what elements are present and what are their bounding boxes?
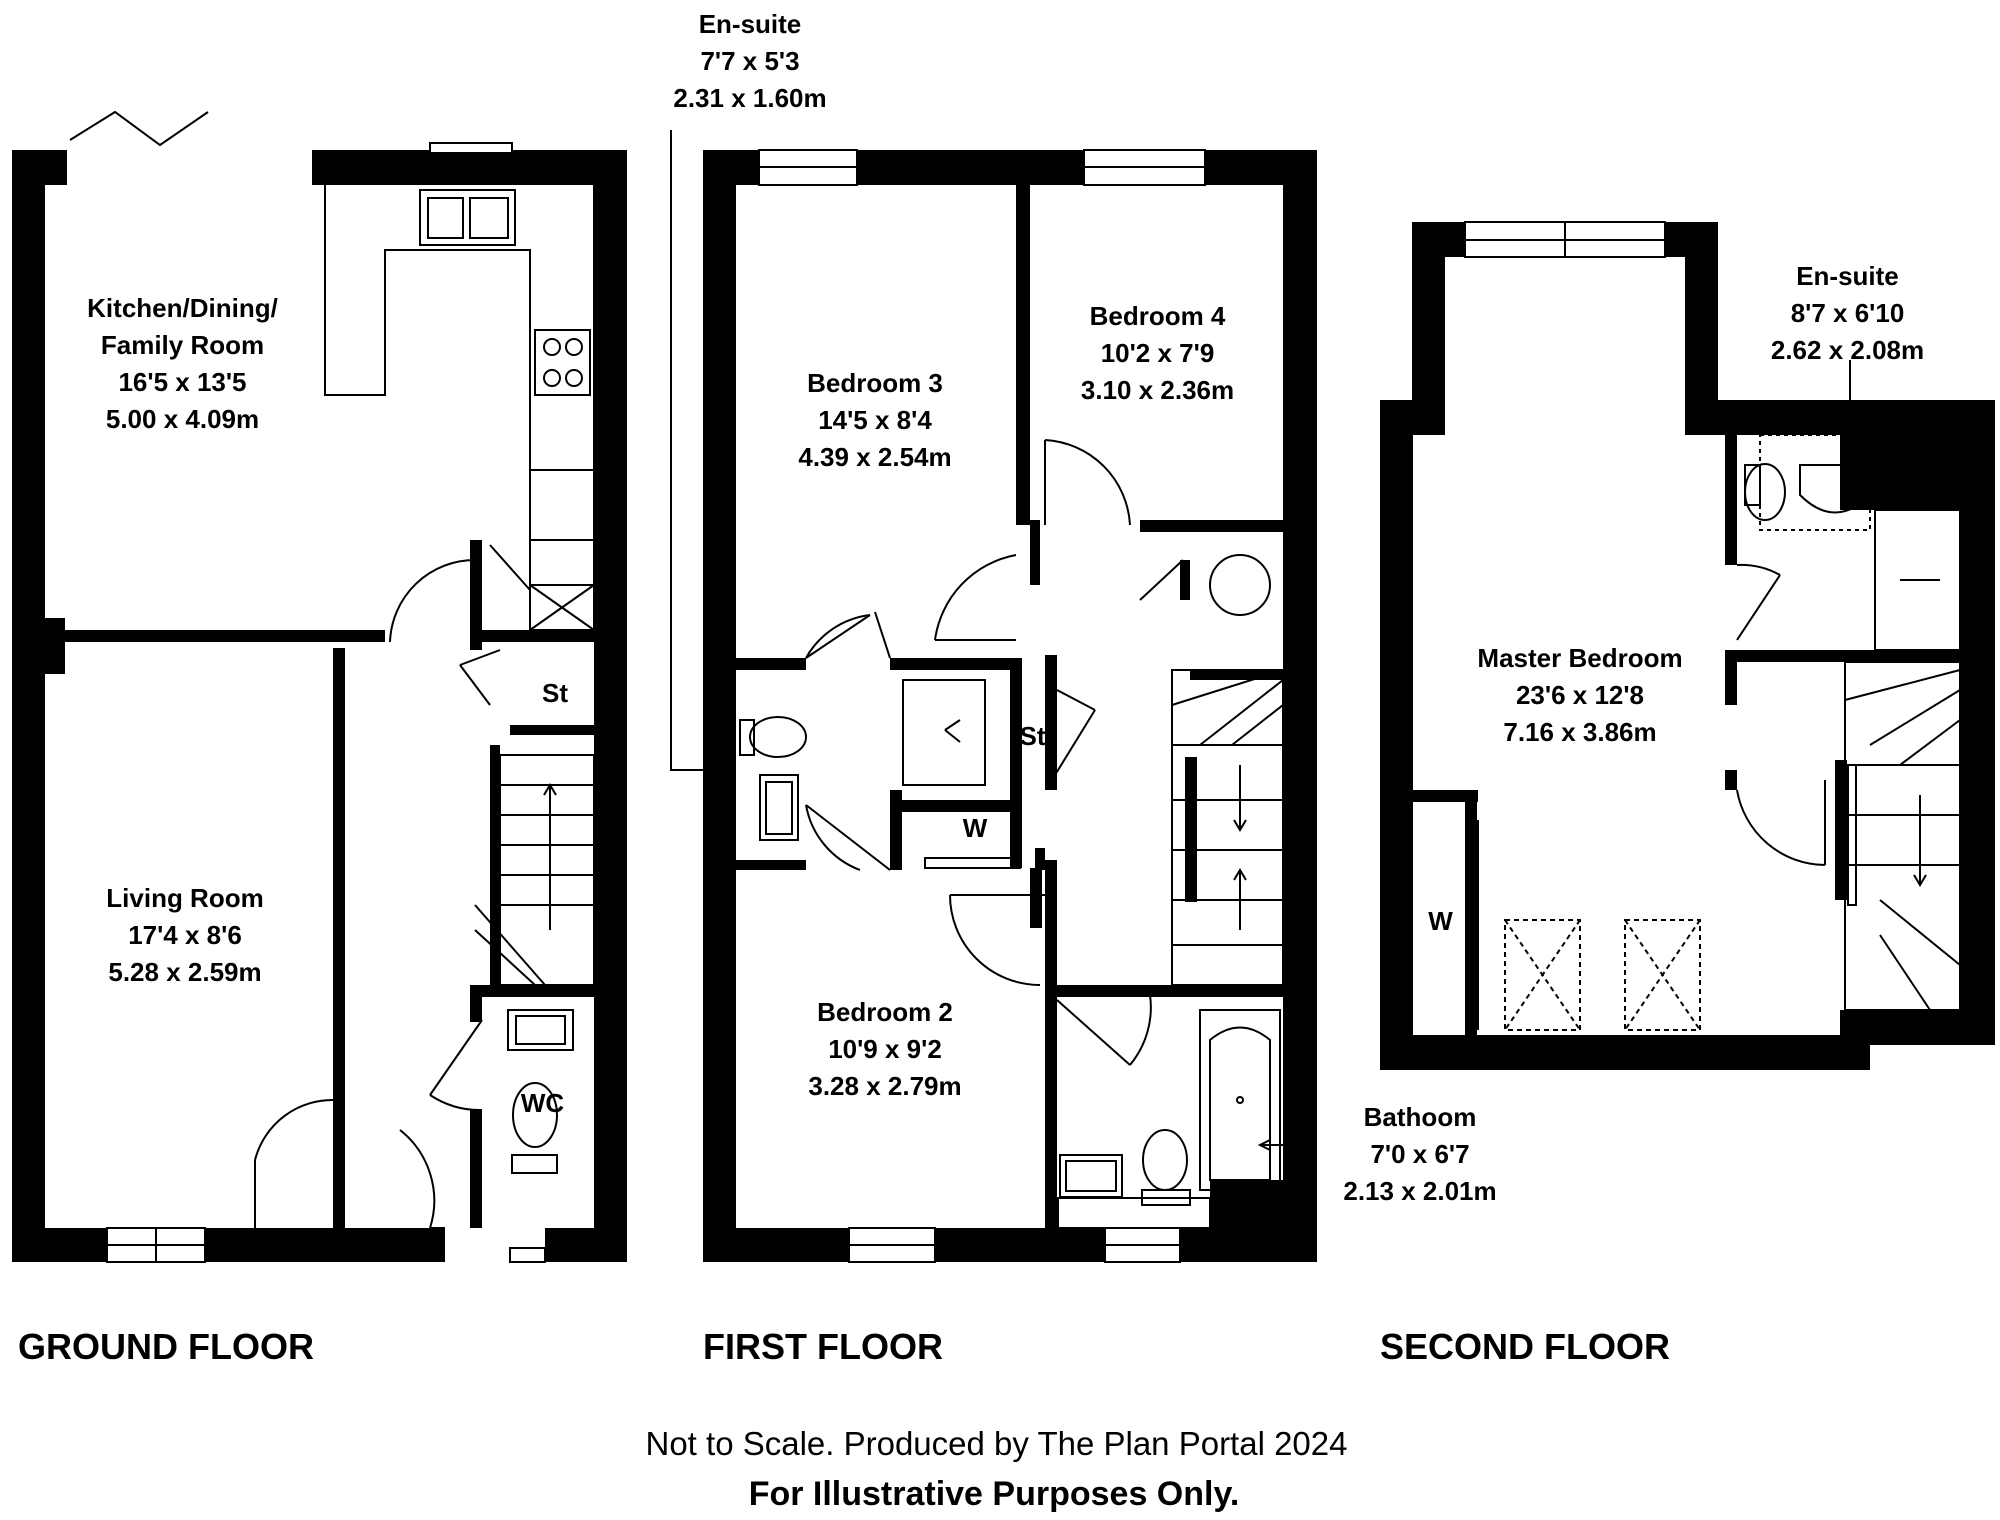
footer-disclaimer: Not to Scale. Produced by The Plan Porta… <box>645 1425 1348 1462</box>
room-label-bedroom-4: Bedroom 4 10'2 x 7'9 3.10 x 2.36m <box>1035 298 1280 409</box>
room-name-kitchen-line2: Family Room <box>100 330 265 360</box>
room-name-bedroom-3: Bedroom 3 <box>807 368 943 398</box>
room-size-bedroom-3-metric: 4.39 x 2.54m <box>798 442 952 472</box>
room-size-ensuite-1-metric: 2.31 x 1.60m <box>673 83 827 113</box>
room-label-first-store: St <box>1000 718 1065 755</box>
room-label-wc: WC <box>505 1085 580 1122</box>
room-label-kitchen: Kitchen/Dining/ Family Room 16'5 x 13'5 … <box>35 290 330 438</box>
room-label-ensuite-2: En-suite 8'7 x 6'10 2.62 x 2.08m <box>1735 258 1960 369</box>
room-size-bedroom-4-metric: 3.10 x 2.36m <box>1080 375 1235 405</box>
room-label-bedroom-3: Bedroom 3 14'5 x 8'4 4.39 x 2.54m <box>740 365 1010 476</box>
footer-notice: For Illustrative Purposes Only. <box>748 1475 1240 1513</box>
floor-title-ground: GROUND FLOOR <box>18 1326 314 1367</box>
room-size-master-bedroom-imperial: 23'6 x 12'8 <box>1515 680 1645 710</box>
room-label-master-bedroom: Master Bedroom 23'6 x 12'8 7.16 x 3.86m <box>1425 640 1735 751</box>
room-label-first-wardrobe: W <box>940 810 1010 847</box>
room-size-bedroom-3-imperial: 14'5 x 8'4 <box>818 405 932 435</box>
room-name-kitchen-line1: Kitchen/Dining/ <box>87 293 278 323</box>
room-size-ensuite-1-imperial: 7'7 x 5'3 <box>700 46 800 76</box>
room-label-ground-store: St <box>520 675 590 712</box>
room-size-kitchen-imperial: 16'5 x 13'5 <box>118 367 247 397</box>
first-floor-fixtures <box>670 130 1300 1263</box>
floor-title-second: SECOND FLOOR <box>1380 1326 1671 1367</box>
room-name-living: Living Room <box>106 883 264 913</box>
room-label-ensuite-1: En-suite 7'7 x 5'3 2.31 x 1.60m <box>625 6 875 117</box>
room-name-ensuite-1: En-suite <box>698 9 802 39</box>
second-floor-plan <box>1380 222 1995 1070</box>
room-name-bedroom-4: Bedroom 4 <box>1089 301 1226 331</box>
room-size-master-bedroom-metric: 7.16 x 3.86m <box>1503 717 1657 747</box>
room-size-bathroom-metric: 2.13 x 2.01m <box>1343 1176 1497 1206</box>
room-name-first-store: St <box>1019 721 1046 751</box>
room-size-bedroom-2-metric: 3.28 x 2.79m <box>808 1071 962 1101</box>
room-size-ensuite-2-imperial: 8'7 x 6'10 <box>1790 298 1905 328</box>
room-name-second-wardrobe: W <box>1428 906 1453 936</box>
room-name-bathroom: Bathoom <box>1363 1102 1477 1132</box>
ground-floor-fixtures <box>69 110 595 1263</box>
room-size-ensuite-2-metric: 2.62 x 2.08m <box>1770 335 1925 365</box>
room-name-wc: WC <box>520 1088 565 1118</box>
room-label-bedroom-2: Bedroom 2 10'9 x 9'2 3.28 x 2.79m <box>750 994 1020 1105</box>
room-size-bathroom-imperial: 7'0 x 6'7 <box>1370 1139 1470 1169</box>
room-label-second-wardrobe: W <box>1418 903 1463 940</box>
room-size-bedroom-4-imperial: 10'2 x 7'9 <box>1100 338 1215 368</box>
floor-title-first: FIRST FLOOR <box>703 1326 943 1367</box>
first-floor-plan <box>703 150 1317 1262</box>
room-size-living-imperial: 17'4 x 8'6 <box>128 920 242 950</box>
room-label-living: Living Room 17'4 x 8'6 5.28 x 2.59m <box>40 880 330 991</box>
room-size-bedroom-2-imperial: 10'9 x 9'2 <box>828 1034 942 1064</box>
room-size-living-metric: 5.28 x 2.59m <box>108 957 262 987</box>
room-size-kitchen-metric: 5.00 x 4.09m <box>105 404 260 434</box>
room-name-master-bedroom: Master Bedroom <box>1477 643 1683 673</box>
ground-floor-plan <box>12 150 627 1262</box>
room-label-bathroom: Bathoom 7'0 x 6'7 2.13 x 2.01m <box>1310 1099 1530 1210</box>
room-name-bedroom-2: Bedroom 2 <box>817 997 953 1027</box>
room-name-ensuite-2: En-suite <box>1796 261 1899 291</box>
room-name-ground-store: St <box>542 678 568 708</box>
room-name-first-wardrobe: W <box>962 813 988 843</box>
second-floor-fixtures <box>1464 221 1961 1031</box>
